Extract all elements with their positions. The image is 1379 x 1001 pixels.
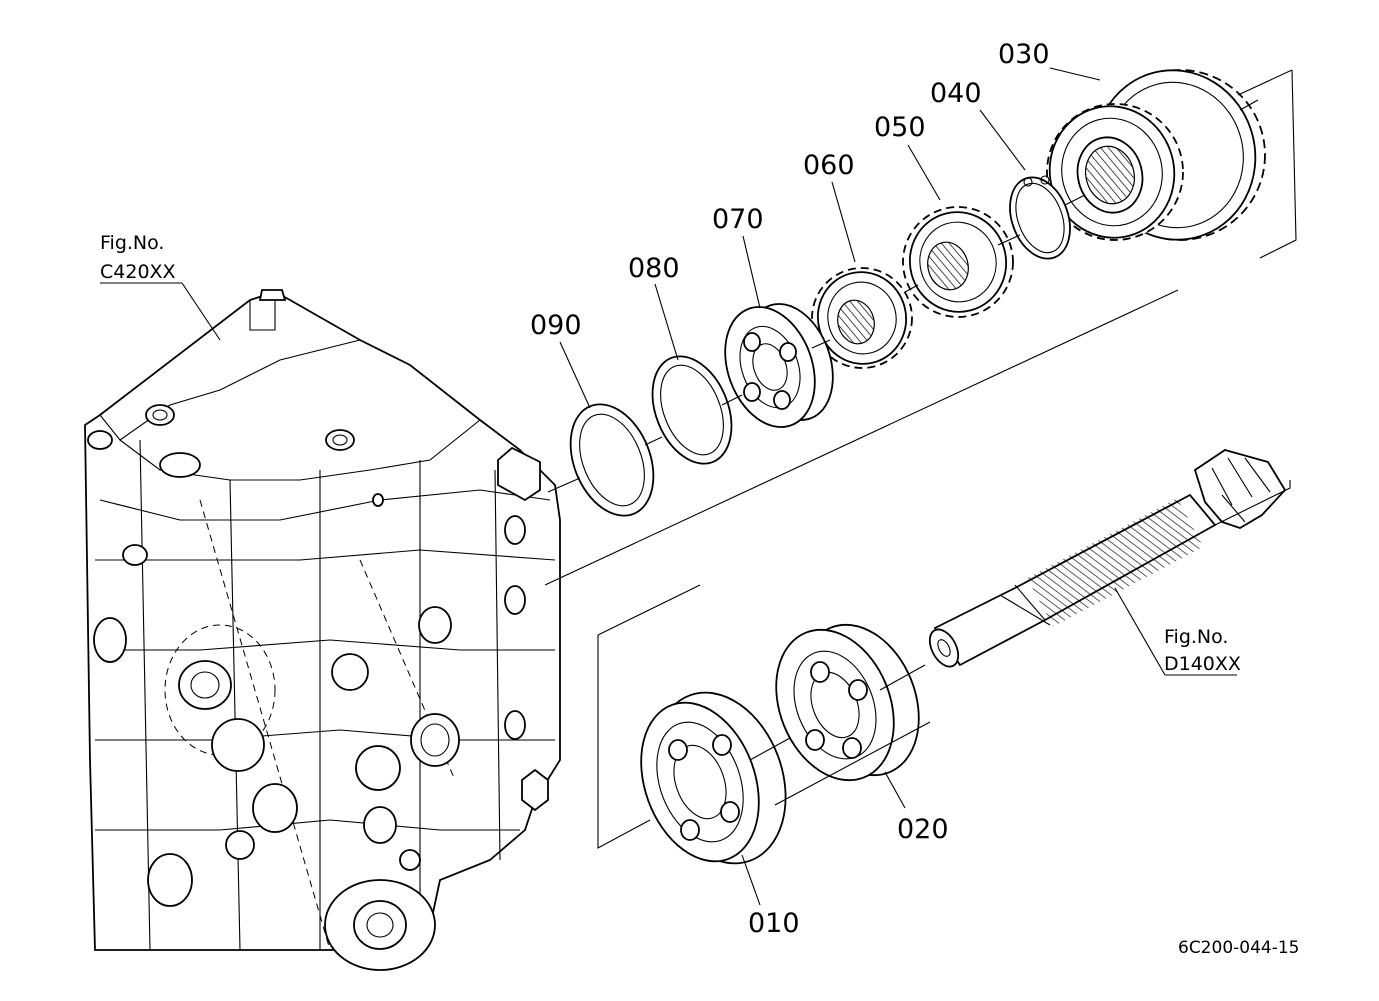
part-010-bearing [640, 691, 787, 865]
part-030-gear [1046, 69, 1266, 241]
label-030: 030 [998, 39, 1050, 70]
label-060: 060 [803, 150, 855, 181]
part-070-bearing [724, 303, 834, 428]
part-080-shim [651, 355, 733, 465]
label-020: 020 [897, 814, 949, 845]
leader-lines [100, 67, 1237, 906]
label-040: 040 [930, 78, 982, 109]
label-010: 010 [748, 908, 800, 939]
label-080: 080 [628, 253, 680, 284]
ref-c420-line1: Fig.No. [100, 232, 164, 254]
ref-c420-line2: C420XX [100, 261, 176, 283]
drawing-code: 6C200-044-15 [1178, 938, 1299, 958]
label-050: 050 [874, 112, 926, 143]
part-040-snap-ring [1009, 175, 1071, 260]
output-shaft [928, 449, 1287, 668]
assembly-axis-lines [547, 99, 1259, 761]
part-020-bearing [775, 623, 920, 782]
part-050-gear [902, 206, 1014, 318]
label-090: 090 [530, 310, 582, 341]
ref-d140-line1: Fig.No. [1164, 626, 1228, 648]
group-boundaries [544, 69, 1297, 849]
ref-d140-line2: D140XX [1164, 653, 1241, 675]
transmission-housing [84, 289, 561, 971]
part-060-gear [811, 267, 913, 369]
part-090-shim [569, 403, 655, 517]
label-070: 070 [712, 204, 764, 235]
